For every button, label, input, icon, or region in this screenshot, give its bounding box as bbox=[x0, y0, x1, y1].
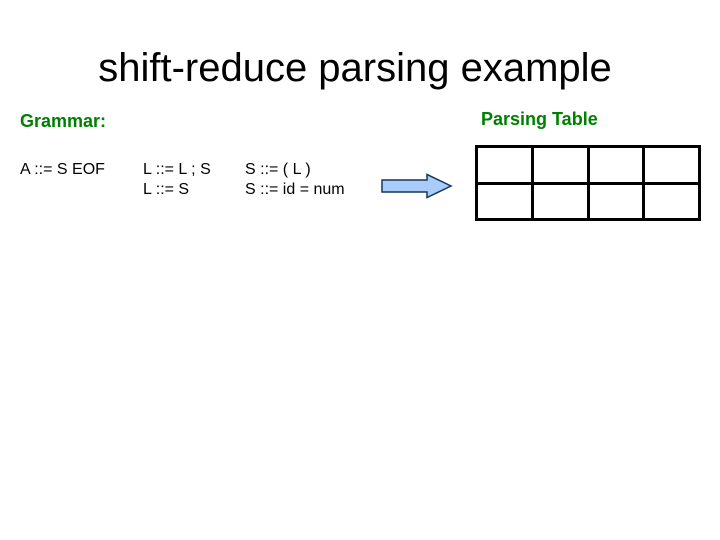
grammar-rules-column-3: S ::= ( L ) S ::= id = num bbox=[245, 160, 345, 200]
parsing-table-cell bbox=[533, 184, 587, 218]
parsing-table-cell bbox=[645, 184, 698, 218]
parsing-table-cell bbox=[645, 148, 698, 182]
parsing-table-cell bbox=[589, 148, 643, 182]
parsing-table-cell bbox=[478, 184, 531, 218]
grammar-rules-column-2: L ::= L ; S L ::= S bbox=[143, 160, 211, 200]
grammar-label: Grammar: bbox=[20, 111, 107, 131]
right-block-arrow-icon bbox=[381, 173, 453, 199]
parsing-table bbox=[475, 145, 701, 221]
parsing-table-cell bbox=[478, 148, 531, 182]
parsing-table-cell bbox=[589, 184, 643, 218]
grammar-rule: A ::= S EOF bbox=[20, 161, 105, 178]
right-block-arrow-svg bbox=[381, 173, 453, 199]
grammar-rule: L ::= L ; S bbox=[143, 161, 211, 178]
parsing-table-cell bbox=[533, 148, 587, 182]
grammar-rules-column-1: A ::= S EOF bbox=[20, 160, 105, 180]
parsing-table-label: Parsing Table bbox=[481, 109, 598, 129]
grammar-rule: L ::= S bbox=[143, 181, 190, 198]
grammar-rule: S ::= ( L ) bbox=[245, 161, 311, 178]
grammar-rule: S ::= id = num bbox=[245, 181, 345, 198]
slide-title: shift-reduce parsing example bbox=[98, 46, 612, 90]
